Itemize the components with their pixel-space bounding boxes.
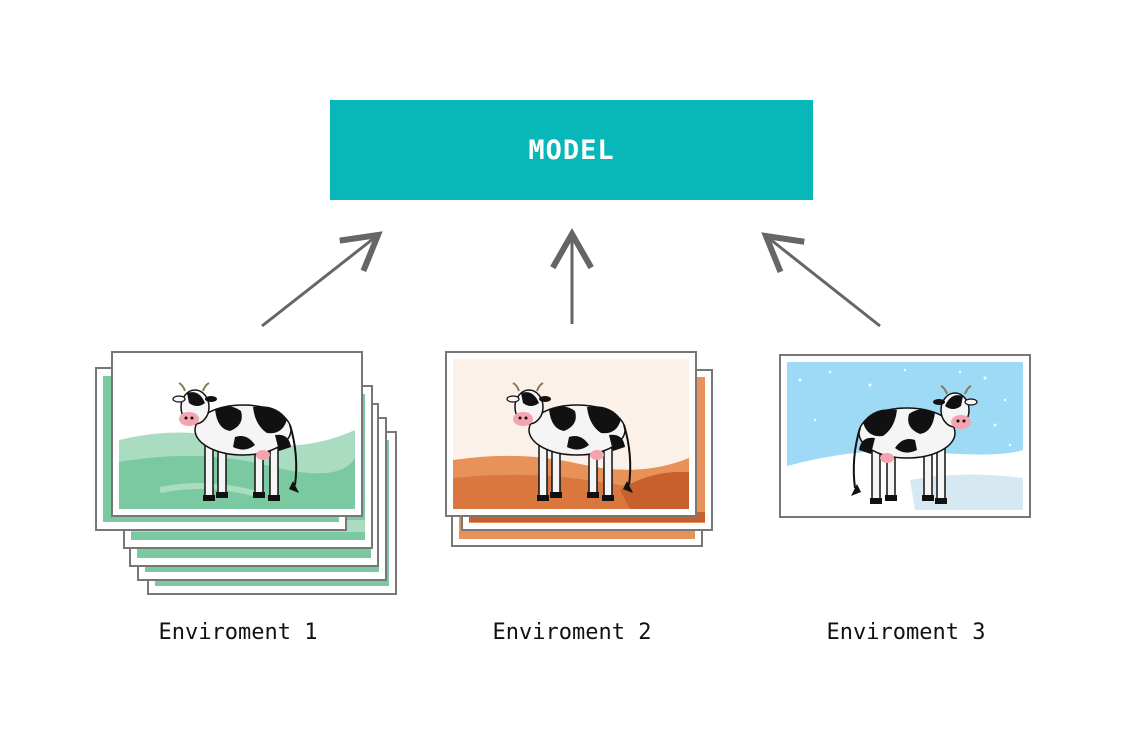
env1-photo-stack — [95, 351, 397, 595]
arrow-env1-to-model — [261, 231, 383, 328]
env3-label: Enviroment 3 — [826, 620, 986, 645]
model-box-bg — [330, 100, 813, 200]
arrow-env3-to-model — [761, 232, 881, 328]
env1-label: Enviroment 1 — [158, 620, 318, 645]
env1-front-photo — [111, 351, 363, 517]
env2-label: Enviroment 2 — [492, 620, 652, 645]
env2-front-photo — [445, 351, 697, 517]
env2-photo-stack — [445, 351, 713, 547]
model-label: MODEL — [528, 134, 615, 166]
env3-photo — [779, 354, 1031, 518]
model-box: MODEL — [330, 100, 813, 200]
